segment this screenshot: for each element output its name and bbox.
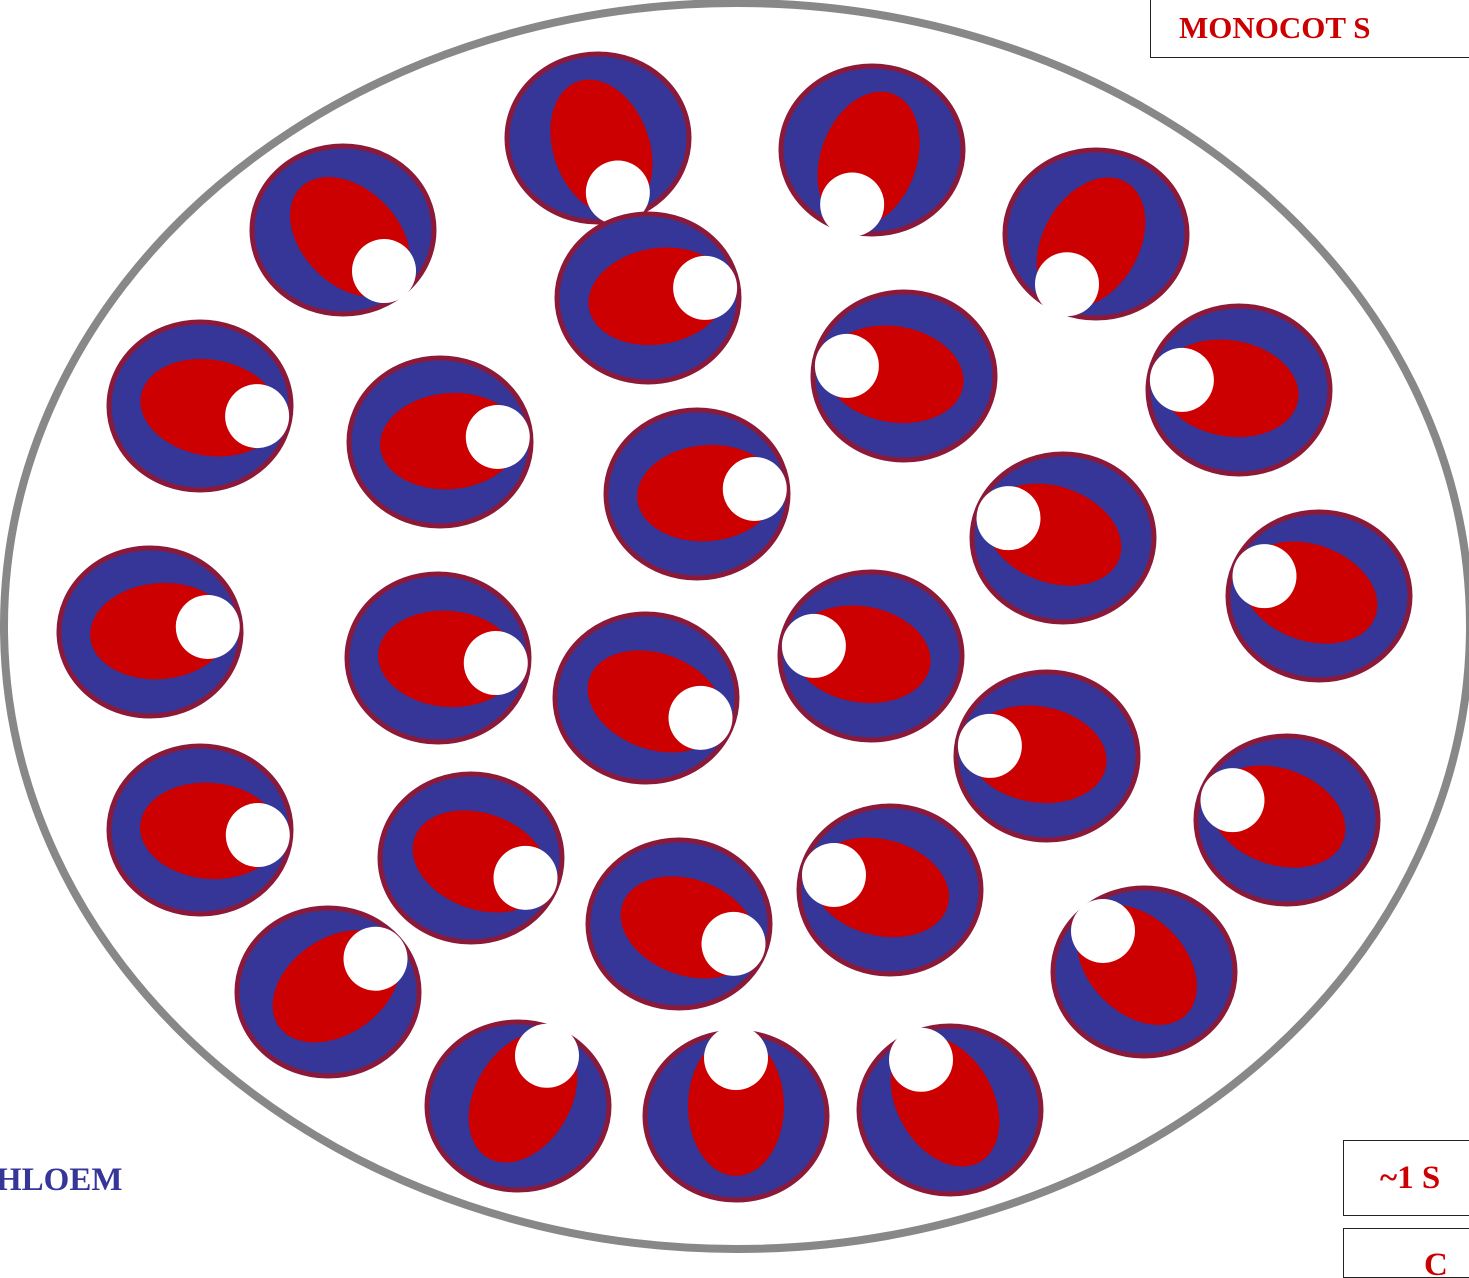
xylem-vessel — [352, 239, 416, 303]
vascular-bundle — [380, 774, 563, 942]
vascular-bundle — [59, 548, 241, 716]
vascular-bundle — [427, 1013, 609, 1190]
vascular-bundle — [859, 1017, 1041, 1194]
xylem-vessel — [958, 714, 1022, 778]
vascular-bundle — [1195, 736, 1378, 904]
xylem-vessel — [1200, 768, 1264, 832]
vascular-bundle — [813, 292, 995, 460]
clipped-label-box: C — [1343, 1228, 1469, 1278]
xylem-vessel — [344, 927, 408, 991]
vascular-bundle — [971, 454, 1154, 622]
vascular-bundle — [349, 358, 531, 526]
xylem-vessel — [889, 1028, 953, 1092]
xylem-vessel — [782, 614, 846, 678]
vascular-bundle — [606, 410, 788, 578]
xylem-vessel — [1035, 252, 1099, 316]
xylem-vessel — [820, 173, 884, 237]
vascular-bundle — [780, 572, 962, 740]
vascular-bundle — [1005, 150, 1187, 327]
xylem-vessel — [669, 686, 733, 750]
vascular-bundle — [588, 840, 771, 1008]
title-label: MONOCOT S — [1150, 0, 1469, 58]
vascular-bundles — [59, 54, 1410, 1200]
xylem-vessel — [225, 384, 289, 448]
xylem-vessel — [176, 595, 240, 659]
xylem-vessel — [494, 846, 558, 910]
vascular-bundle — [237, 907, 421, 1076]
xylem-vessel — [1150, 348, 1214, 412]
xylem-vessel — [704, 1026, 768, 1090]
xylem-vessel — [815, 334, 879, 398]
xylem-vessel — [673, 256, 737, 320]
vascular-bundle — [507, 54, 689, 230]
xylem-vessel — [1071, 899, 1135, 963]
vascular-bundle — [109, 746, 291, 914]
xylem-vessel — [702, 912, 766, 976]
vascular-bundle — [252, 146, 434, 321]
vascular-bundle — [555, 614, 738, 782]
xylem-vessel — [1232, 544, 1296, 608]
vascular-bundle — [781, 66, 963, 242]
xylem-vessel — [464, 631, 528, 695]
xylem-vessel — [802, 843, 866, 907]
vascular-bundle — [1227, 512, 1410, 680]
vascular-bundle — [799, 806, 981, 974]
vascular-bundle — [956, 672, 1138, 840]
vascular-bundle — [557, 214, 739, 382]
vascular-bundle — [645, 1026, 827, 1200]
xylem-vessel — [515, 1024, 579, 1088]
xylem-vessel — [723, 457, 787, 521]
vascular-bundle — [109, 322, 291, 490]
vascular-bundle — [347, 574, 529, 742]
xylem-vessel — [466, 405, 530, 469]
xylem-vessel — [976, 486, 1040, 550]
scale-label: ~1 S — [1343, 1140, 1469, 1216]
vascular-bundle — [1148, 306, 1330, 474]
phloem-label: HLOEM — [0, 1162, 123, 1199]
xylem-vessel — [226, 803, 290, 867]
vascular-bundle — [1053, 881, 1235, 1056]
